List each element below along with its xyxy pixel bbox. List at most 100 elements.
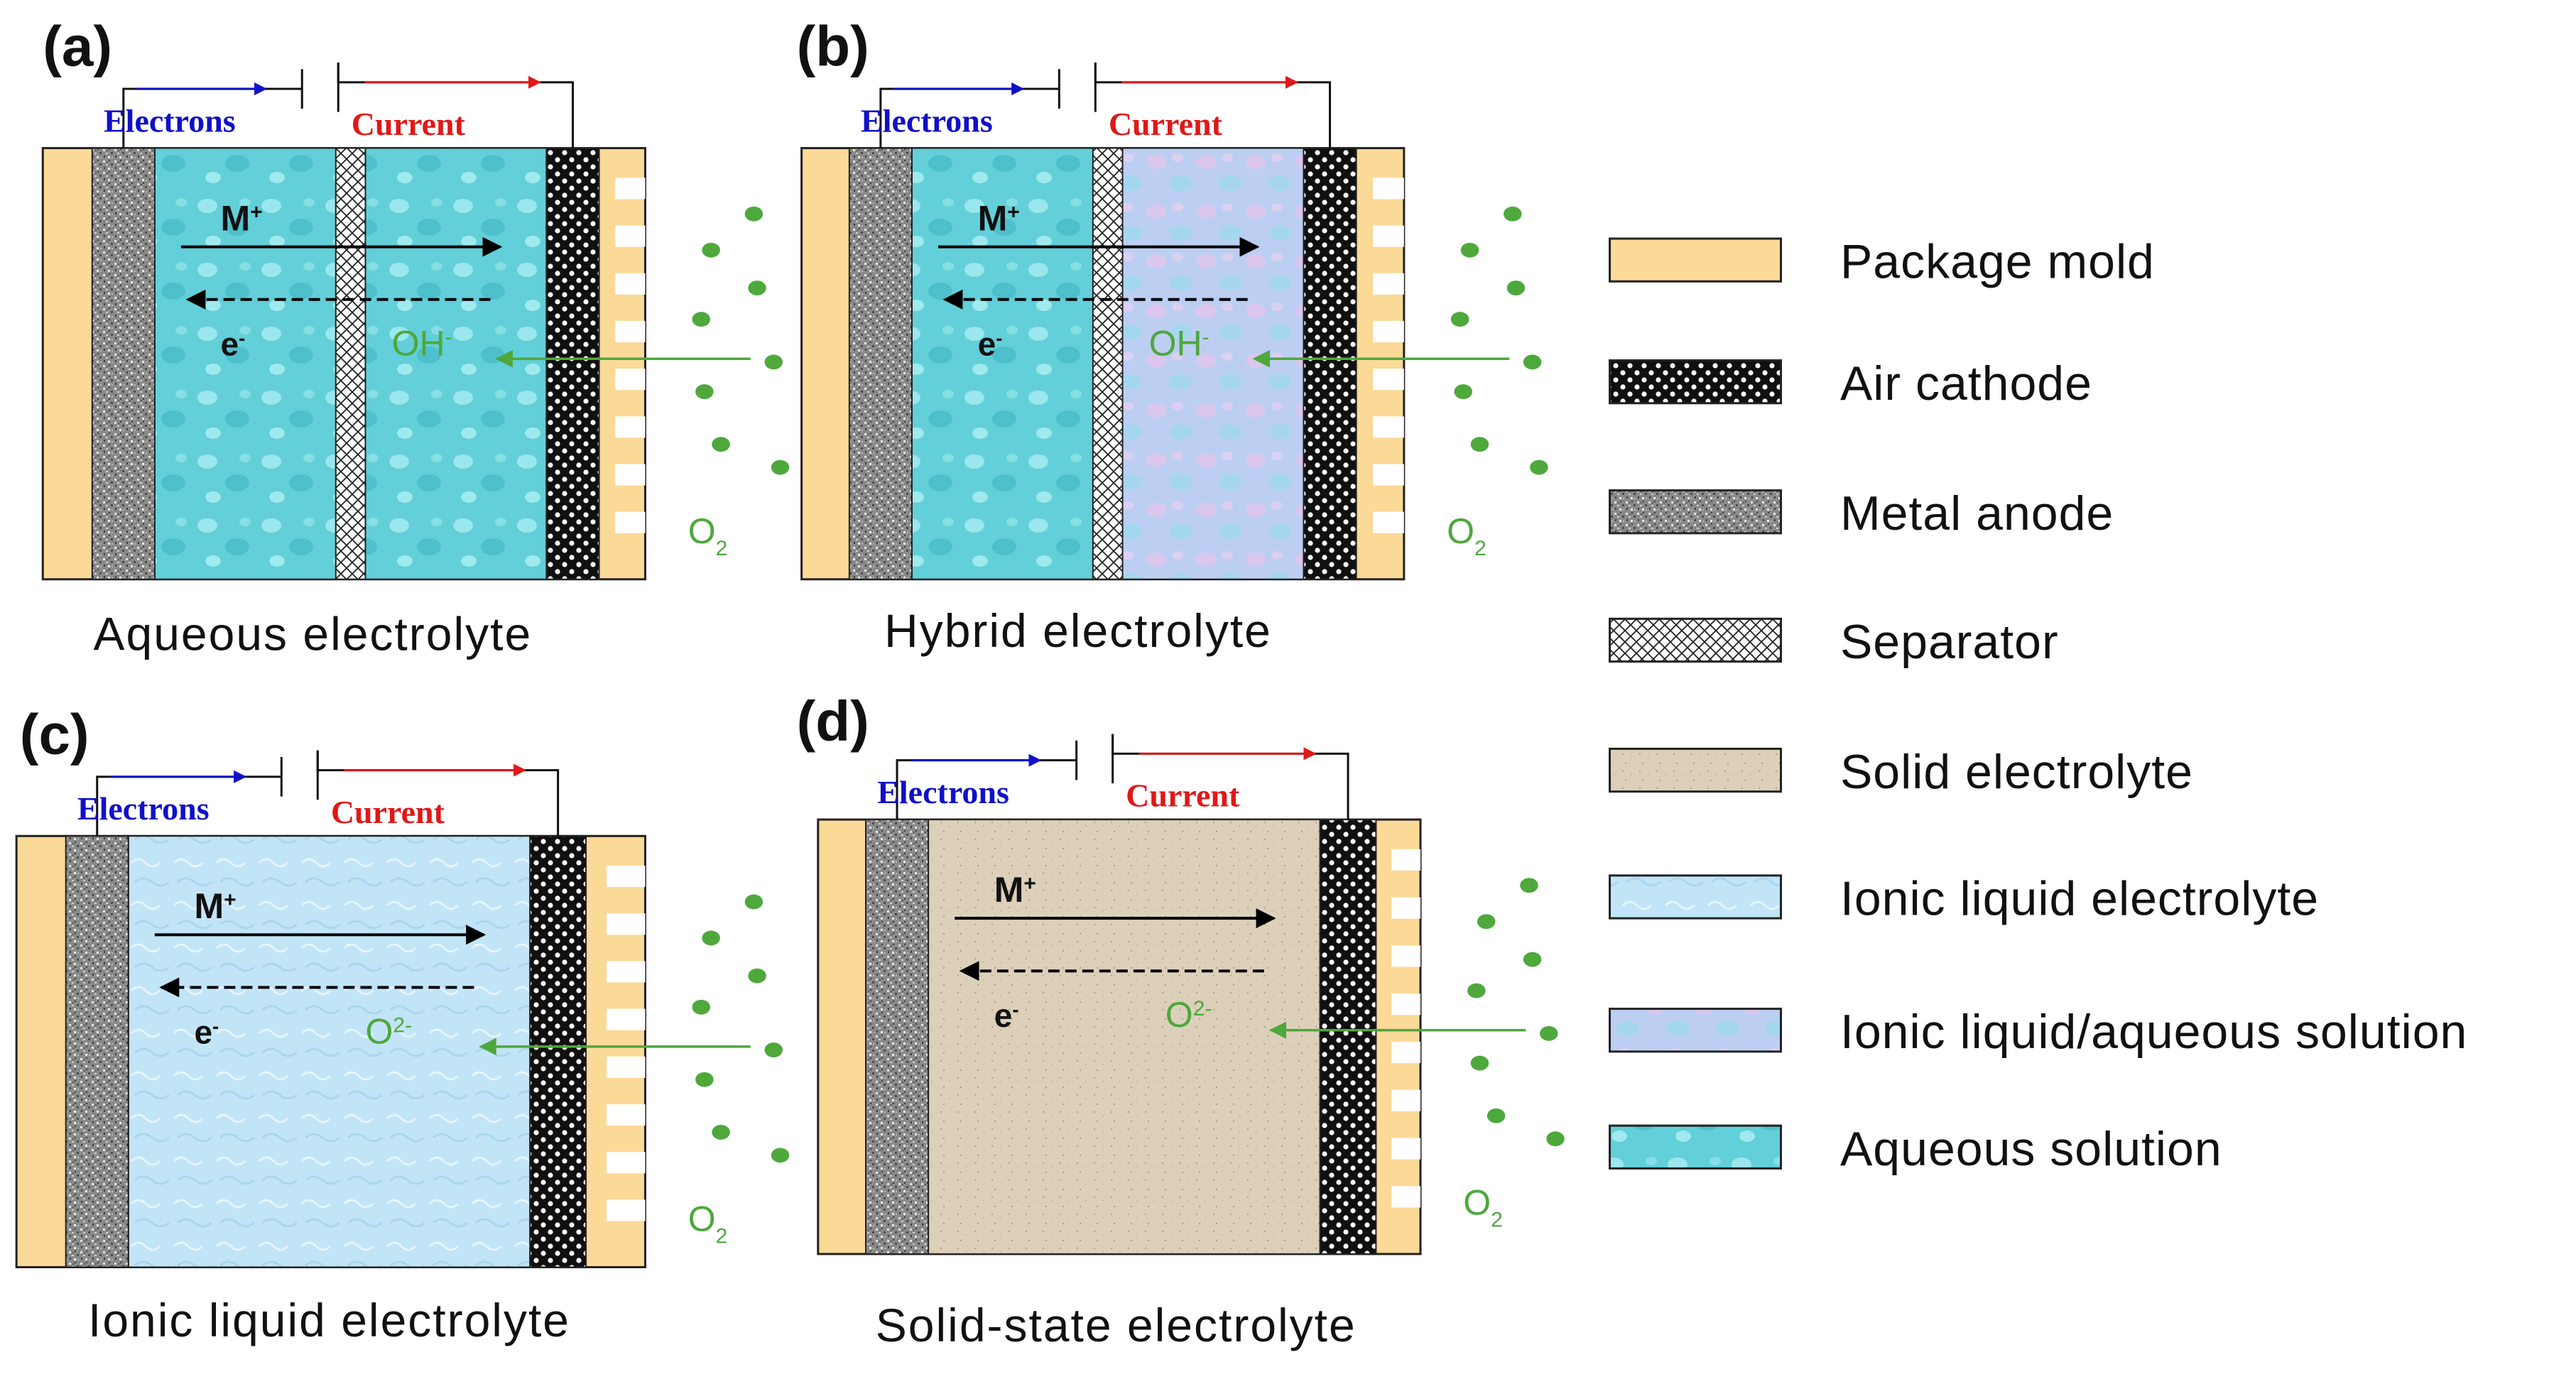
- air-hole: [1391, 1138, 1421, 1160]
- air-holes: [615, 178, 646, 533]
- air-holes: [1373, 178, 1404, 533]
- air-hole: [1373, 416, 1404, 438]
- legend-swatch-aqueous: [1609, 1124, 1783, 1170]
- legend-item-package: Package mold: [1609, 235, 2154, 289]
- anion-label: O2-: [1165, 995, 1212, 1035]
- oxygen-molecule: [1523, 952, 1542, 967]
- metal-ion-label-superscript: +: [224, 888, 237, 912]
- current-label: Current: [1109, 106, 1223, 142]
- oxygen-molecule: [1540, 1025, 1558, 1041]
- metal-anode: [865, 819, 930, 1255]
- legend-item-ionic: Ionic liquid electrolyte: [1609, 872, 2319, 926]
- oxygen-label-subscript: 2: [1491, 1208, 1503, 1231]
- air-hole: [615, 320, 646, 343]
- oxygen-label-base: O: [1447, 511, 1474, 551]
- oxygen-molecule: [748, 280, 766, 295]
- air-hole: [1373, 273, 1404, 295]
- oxygen-label-subscript: 2: [716, 1224, 728, 1248]
- legend-item-aqueous: Aqueous solution: [1609, 1122, 2222, 1176]
- panel-caption: Solid-state electrolyte: [876, 1299, 1357, 1351]
- oxygen-label: O2: [688, 1199, 728, 1248]
- air-hole: [615, 273, 646, 295]
- oxygen-molecule: [1470, 1055, 1489, 1071]
- oxygen-molecule: [1520, 878, 1538, 893]
- legend-item-cathode: Air cathode: [1609, 356, 2092, 410]
- panel-caption: Ionic liquid electrolyte: [88, 1294, 570, 1346]
- electron-label-superscript: -: [212, 1015, 219, 1037]
- oxygen-label: O2: [1463, 1182, 1503, 1231]
- oxygen-molecule: [1530, 459, 1548, 475]
- oxygen-molecule: [692, 999, 711, 1015]
- electron-label: e-: [221, 326, 246, 363]
- oxygen-label: O2: [1447, 511, 1487, 560]
- legend-label: Aqueous solution: [1840, 1122, 2222, 1176]
- legend-swatch-separator: [1609, 617, 1783, 663]
- air-hole: [615, 464, 646, 486]
- metal-ion-label-superscript: +: [250, 200, 263, 224]
- legend-swatch-hybrid: [1609, 1008, 1783, 1053]
- anion-label-base: OH: [1149, 324, 1202, 364]
- air-hole: [615, 511, 646, 533]
- electrons-label: Electrons: [861, 102, 993, 138]
- oxygen-molecule: [771, 459, 790, 475]
- metal-ion-label-superscript: +: [1007, 200, 1020, 224]
- oxygen-molecules: [692, 894, 790, 1163]
- air-cathode: [1303, 147, 1357, 580]
- oxygen-molecule: [771, 1148, 790, 1163]
- metal-ion-label: M+: [221, 198, 263, 238]
- current-label: Current: [331, 794, 445, 830]
- metal-ion-label-base: M: [221, 198, 251, 238]
- current-label: Current: [352, 106, 466, 142]
- air-hole: [1391, 1041, 1421, 1064]
- air-hole: [615, 416, 646, 438]
- air-cathode: [529, 835, 587, 1268]
- air-hole: [615, 178, 646, 200]
- air-hole: [607, 1152, 646, 1174]
- oxygen-molecule: [744, 894, 763, 910]
- air-holes: [607, 866, 646, 1221]
- electrons-label: Electrons: [77, 790, 210, 827]
- oxygen-molecule: [712, 1125, 730, 1140]
- air-hole: [1391, 897, 1421, 919]
- legend-label: Ionic liquid electrolyte: [1840, 872, 2319, 926]
- air-hole: [1391, 945, 1421, 967]
- oxygen-label-subscript: 2: [1474, 536, 1487, 560]
- metal-ion-label: M+: [994, 870, 1036, 910]
- anion-label: OH-: [1149, 324, 1210, 364]
- oxygen-molecule: [695, 1072, 714, 1087]
- anion-label: O2-: [365, 1011, 412, 1051]
- air-hole: [607, 1056, 646, 1078]
- air-cathode: [1319, 819, 1377, 1255]
- air-hole: [1373, 178, 1404, 200]
- oxygen-molecules: [1450, 206, 1548, 475]
- oxygen-molecule: [764, 354, 783, 370]
- air-cathode: [545, 147, 600, 580]
- legend-swatch-solid: [1609, 747, 1783, 793]
- metal-anode: [65, 835, 129, 1268]
- electrons-label: Electrons: [104, 102, 236, 138]
- air-hole: [1373, 320, 1404, 343]
- anion-label: OH-: [392, 324, 452, 364]
- air-hole: [615, 369, 646, 391]
- oxygen-molecule: [1450, 312, 1469, 327]
- oxygen-molecule: [692, 312, 711, 327]
- legend-swatch-package: [1609, 237, 1783, 283]
- metal-ion-label-base: M: [994, 870, 1024, 910]
- oxygen-molecules: [1467, 878, 1565, 1147]
- air-hole: [1373, 464, 1404, 486]
- metal-ion-label-base: M: [194, 886, 224, 926]
- electron-label-base: e: [194, 1013, 212, 1050]
- metal-ion-label: M+: [194, 886, 236, 926]
- anion-label-base: OH: [392, 324, 445, 364]
- oxygen-molecule: [1467, 983, 1486, 998]
- oxygen-molecule: [1523, 354, 1542, 370]
- air-hole: [607, 961, 646, 983]
- air-holes: [1391, 849, 1421, 1208]
- electrons-label: Electrons: [877, 774, 1009, 810]
- legend-swatch-anode: [1609, 489, 1783, 535]
- legend-label: Ionic liquid/aqueous solution: [1840, 1005, 2467, 1059]
- electron-label-superscript: -: [1012, 998, 1018, 1020]
